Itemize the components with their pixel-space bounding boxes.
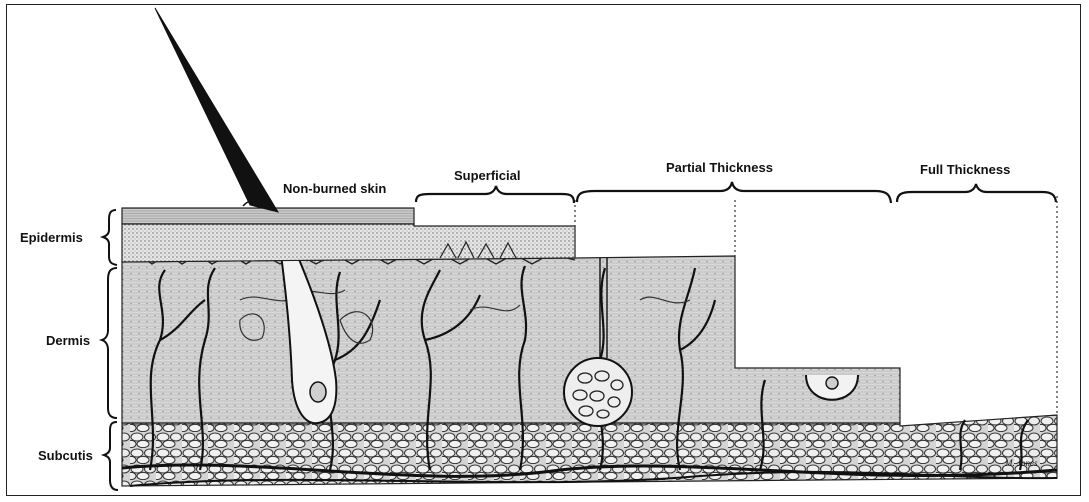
epidermis-label: Epidermis bbox=[20, 230, 83, 245]
subcutis-label: Subcutis bbox=[38, 448, 93, 463]
epidermis-brace bbox=[103, 210, 117, 265]
superficial-bracket bbox=[416, 186, 574, 203]
artist-signature: M. Jones bbox=[1004, 458, 1038, 468]
epidermis-layer bbox=[122, 208, 575, 262]
dermis-label: Dermis bbox=[46, 333, 90, 348]
hair-shaft bbox=[155, 8, 278, 212]
full-thickness-bracket bbox=[897, 184, 1056, 202]
full-thickness-label: Full Thickness bbox=[920, 162, 1010, 177]
non-burned-skin-label: Non-burned skin bbox=[283, 181, 386, 196]
superficial-label: Superficial bbox=[454, 168, 520, 183]
subcutis-brace bbox=[104, 422, 118, 490]
dermis-brace bbox=[102, 268, 117, 418]
partial-thickness-bracket bbox=[577, 182, 891, 203]
partial-thickness-label: Partial Thickness bbox=[666, 160, 773, 175]
